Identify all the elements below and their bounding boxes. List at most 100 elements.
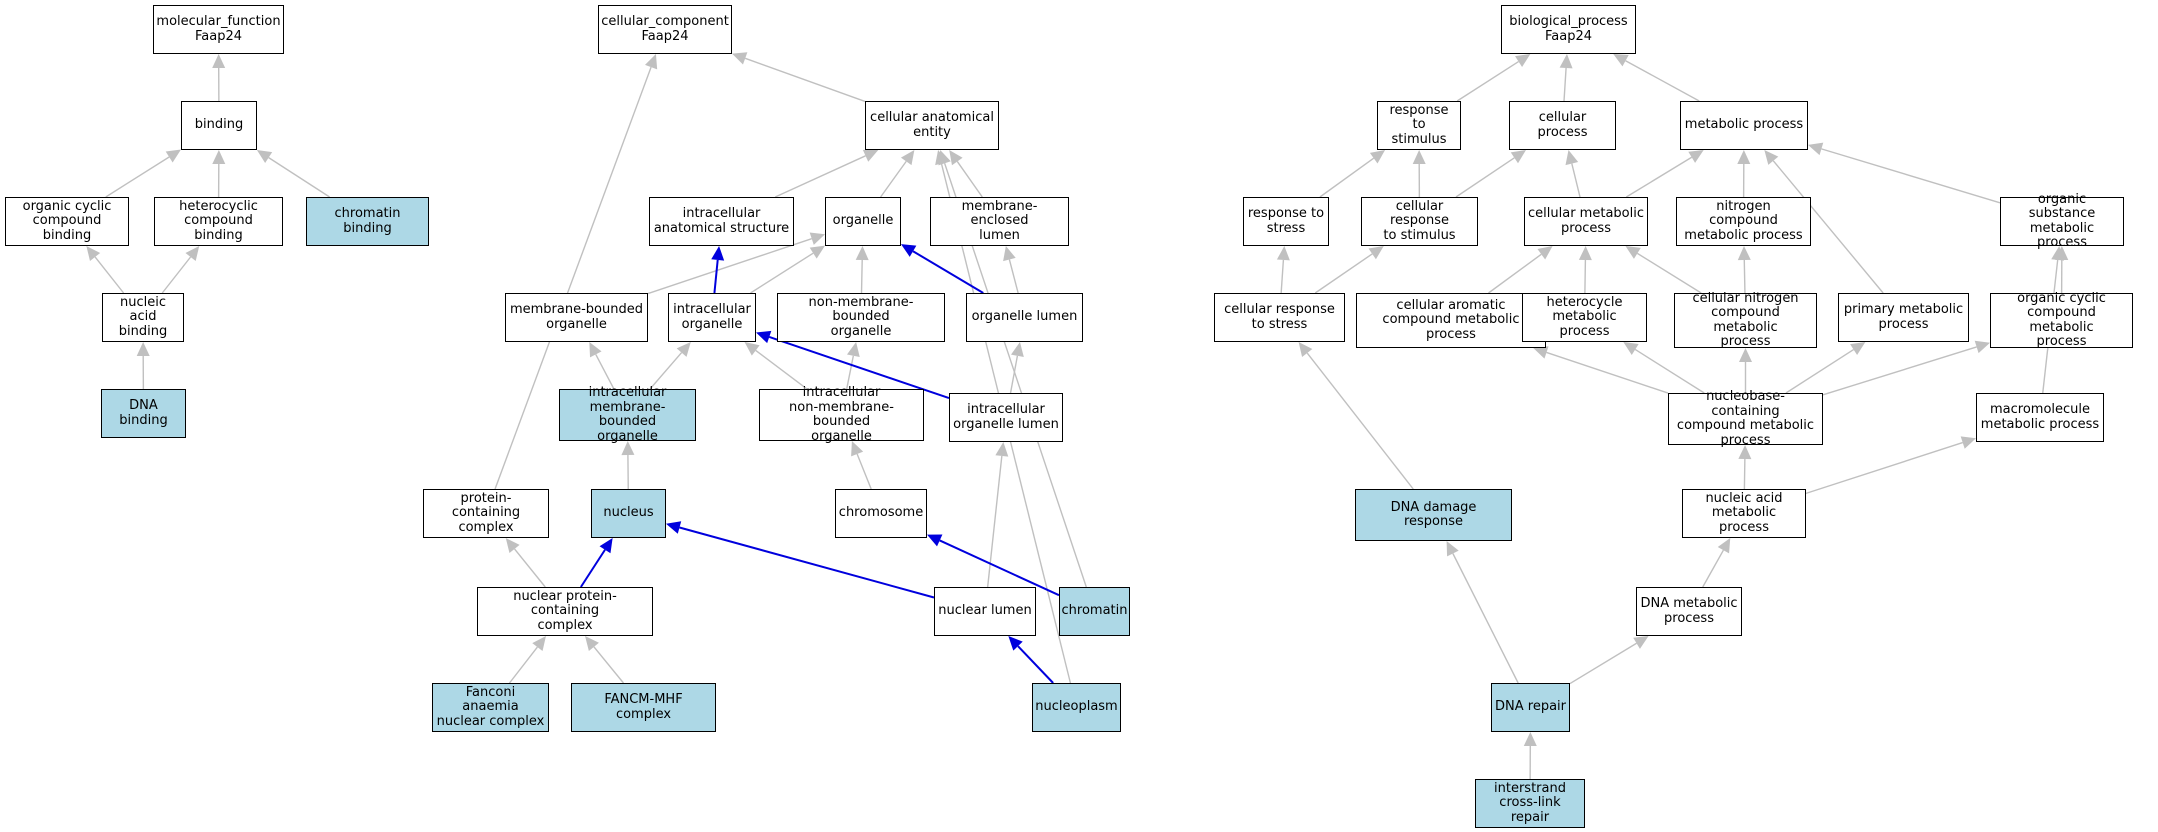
- edge-cmp-to-mp: [1625, 156, 1693, 198]
- edge-cmp-to-cp: [1571, 163, 1581, 198]
- edge-arrowhead: [1446, 541, 1459, 557]
- term-node-pmp[interactable]: primary metabolic process: [1838, 293, 1969, 342]
- edge-mp-to-bp: [1625, 60, 1700, 102]
- edge-arrowhead: [676, 342, 691, 357]
- edge-arrowhead: [1960, 436, 1976, 449]
- term-node-mbo[interactable]: membrane-bounded organelle: [505, 293, 648, 342]
- edge-arrowhead: [1368, 246, 1384, 260]
- edge-arrowhead: [901, 244, 917, 257]
- edge-olumen-to-organelle: [912, 250, 984, 294]
- term-node-chrombind[interactable]: chromatin binding: [306, 197, 429, 246]
- term-node-olumen[interactable]: organelle lumen: [966, 293, 1083, 342]
- term-node-ias[interactable]: intracellular anatomical structure: [649, 197, 794, 246]
- term-node-osmp[interactable]: organic substance metabolic process: [2000, 192, 2124, 250]
- edge-arrowhead: [1369, 150, 1386, 164]
- edge-hmp-to-cmp: [1584, 259, 1587, 294]
- term-node-hcb[interactable]: heterocyclic compound binding: [154, 197, 283, 246]
- term-node-ddr[interactable]: DNA damage response: [1355, 489, 1512, 541]
- edge-ias-to-cae: [774, 155, 866, 198]
- term-node-chromatin[interactable]: chromatin: [1059, 587, 1130, 636]
- term-node-mmp[interactable]: macromolecule metabolic process: [1976, 393, 2104, 442]
- term-node-fanc[interactable]: Fanconi anaemia nuclear complex: [432, 683, 549, 732]
- term-node-mel[interactable]: membrane-enclosed lumen: [930, 197, 1069, 246]
- edge-arrowhead: [86, 246, 101, 262]
- edge-nbccmp-to-occmp: [1822, 346, 1977, 396]
- edge-arrowhead: [756, 330, 772, 344]
- term-node-mf[interactable]: molecular_function Faap24: [153, 5, 284, 54]
- edge-arrowhead: [1298, 342, 1313, 358]
- edge-chromosome-to-inmbo: [856, 453, 872, 490]
- edge-arrowhead: [505, 538, 520, 553]
- edge-imbo-to-mbo: [595, 354, 615, 390]
- edge-rts-to-bp: [1456, 60, 1519, 102]
- edge-arrowhead: [1737, 246, 1751, 261]
- term-node-inmbo[interactable]: intracellular non-membrane-bounded organ…: [759, 385, 924, 443]
- term-node-nmbo[interactable]: non-membrane-bounded organelle: [777, 293, 945, 342]
- edge-arrowhead: [621, 441, 635, 456]
- edge-arrowhead: [1739, 348, 1752, 362]
- edge-nbccmp-to-cacmp: [1546, 351, 1669, 394]
- term-node-rts[interactable]: response to stimulus: [1377, 101, 1461, 150]
- term-node-dnab[interactable]: DNA binding: [101, 389, 186, 438]
- term-node-imbo[interactable]: intracellular membrane-bounded organelle: [559, 385, 696, 443]
- edge-arrowhead: [1537, 246, 1553, 260]
- term-node-binding[interactable]: binding: [181, 101, 257, 150]
- term-node-crts[interactable]: cellular response to stimulus: [1361, 197, 1478, 246]
- term-node-cmp[interactable]: cellular metabolic process: [1524, 197, 1648, 246]
- edge-npcc-to-pcc: [513, 548, 546, 588]
- edge-arrowhead: [256, 150, 273, 164]
- term-node-ncmp[interactable]: nitrogen compound metabolic process: [1676, 197, 1811, 246]
- term-node-fancm[interactable]: FANCM-MHF complex: [571, 683, 716, 732]
- edge-organelle-to-cae: [880, 160, 907, 198]
- edge-nab-to-ocb: [94, 256, 125, 294]
- edge-cp-to-bp: [1563, 67, 1567, 102]
- term-node-organelle[interactable]: organelle: [825, 197, 901, 246]
- term-node-pcc[interactable]: protein-containing complex: [423, 489, 549, 538]
- term-node-dnarepair[interactable]: DNA repair: [1491, 683, 1570, 732]
- term-node-nab[interactable]: nucleic acid binding: [102, 293, 184, 342]
- edge-chrombind-to-binding: [268, 157, 330, 198]
- edge-arrowhead: [949, 150, 963, 166]
- edge-arrowhead: [855, 246, 869, 261]
- edge-arrowhead: [165, 149, 181, 163]
- term-node-rtstress[interactable]: response to stress: [1243, 197, 1329, 246]
- edge-io-to-organelle: [750, 252, 814, 294]
- edge-arrowhead: [666, 521, 682, 534]
- term-node-io[interactable]: intracellular organelle: [668, 293, 756, 342]
- term-node-iol[interactable]: intracellular organelle lumen: [949, 393, 1063, 442]
- term-node-occmp[interactable]: organic cyclic compound metabolic proces…: [1990, 291, 2133, 349]
- term-node-nbccmp[interactable]: nucleobase-containing compound metabolic…: [1668, 389, 1823, 447]
- term-node-cae[interactable]: cellular anatomical entity: [865, 101, 999, 150]
- term-node-iclr[interactable]: interstrand cross-link repair: [1475, 779, 1585, 828]
- term-node-cacmp[interactable]: cellular aromatic compound metabolic pro…: [1356, 293, 1546, 348]
- term-node-crtstress[interactable]: cellular response to stress: [1214, 293, 1345, 342]
- edge-arrowhead: [1623, 342, 1639, 355]
- edge-arrowhead: [1412, 150, 1426, 165]
- edge-cncmp-to-cmp: [1636, 252, 1702, 294]
- edge-arrowhead: [1533, 346, 1549, 359]
- term-node-npcc[interactable]: nuclear protein-containing complex: [477, 587, 653, 636]
- edge-io-to-ias: [713, 259, 719, 294]
- term-node-chromosome[interactable]: chromosome: [835, 489, 927, 538]
- edge-arrowhead: [1764, 150, 1779, 165]
- term-node-cc[interactable]: cellular_component Faap24: [598, 5, 732, 54]
- edge-arrowhead: [1688, 150, 1704, 163]
- term-node-dnamp[interactable]: DNA metabolic process: [1636, 587, 1742, 636]
- edge-ddr-to-crtstress: [1306, 352, 1414, 490]
- edge-cae-to-cc: [744, 57, 866, 103]
- edge-arrowhead: [2051, 246, 2065, 261]
- term-node-bp[interactable]: biological_process Faap24: [1501, 5, 1636, 54]
- term-node-ocb[interactable]: organic cyclic compound binding: [5, 197, 129, 246]
- term-node-namp[interactable]: nucleic acid metabolic process: [1682, 489, 1806, 538]
- term-node-nlumen[interactable]: nuclear lumen: [934, 587, 1036, 636]
- edge-arrowhead: [1808, 142, 1824, 156]
- term-node-nucleoplasm[interactable]: nucleoplasm: [1032, 683, 1121, 732]
- term-node-cp[interactable]: cellular process: [1509, 101, 1616, 150]
- term-node-cncmp[interactable]: cellular nitrogen compound metabolic pro…: [1674, 291, 1817, 349]
- edge-arrowhead: [900, 150, 915, 166]
- term-node-hmp[interactable]: heterocycle metabolic process: [1522, 293, 1647, 342]
- term-node-nucleus[interactable]: nucleus: [591, 489, 666, 538]
- term-node-mp[interactable]: metabolic process: [1680, 101, 1808, 150]
- edge-fanc-to-npcc: [508, 646, 538, 684]
- edge-arrowhead: [1738, 445, 1752, 460]
